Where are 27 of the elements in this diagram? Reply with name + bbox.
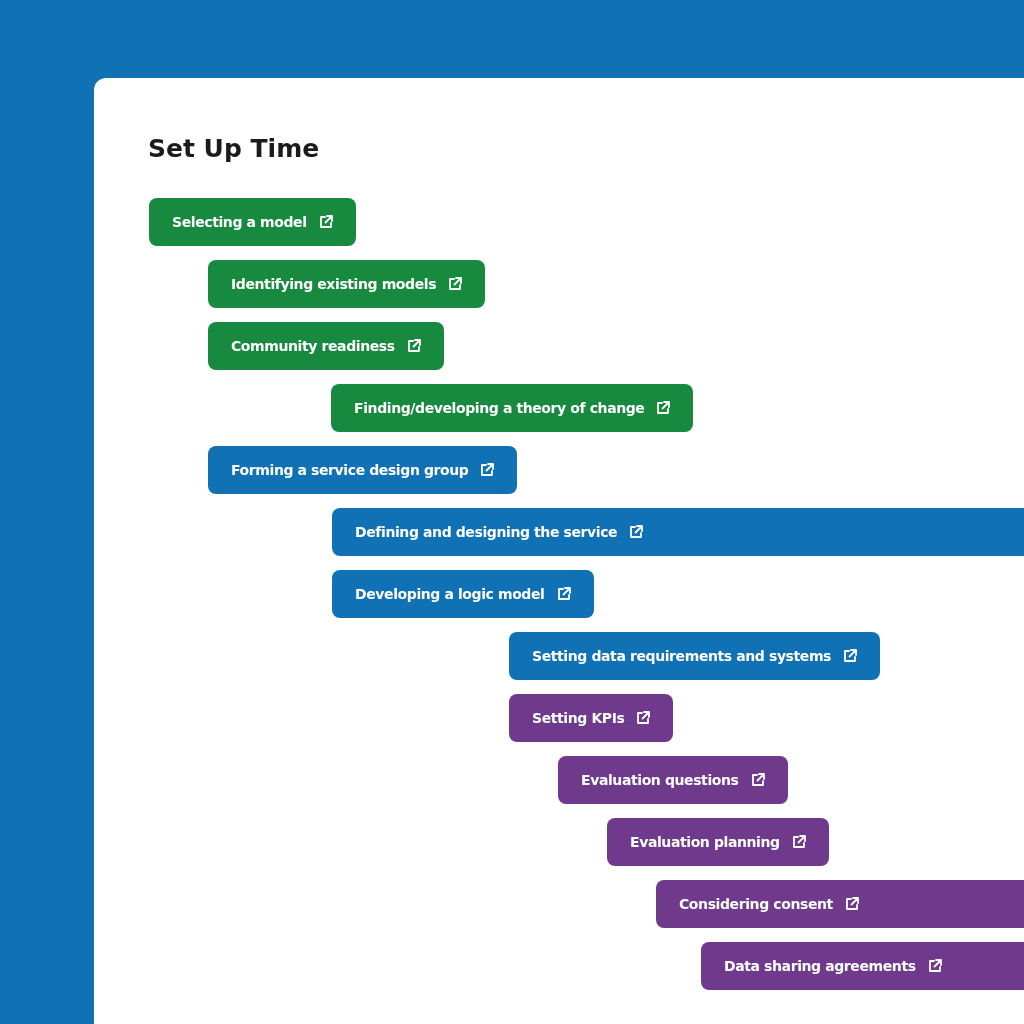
task-bar <box>332 508 1024 556</box>
task-bar <box>332 570 594 618</box>
task-bar <box>509 694 674 742</box>
task-label: Evaluation planning <box>630 834 780 850</box>
task-bar <box>331 384 694 432</box>
task-bar <box>656 880 1024 928</box>
task-label: Setting KPIs <box>532 710 625 726</box>
task-bar <box>208 322 444 370</box>
task-label: Community readiness <box>231 338 395 354</box>
task-label: Selecting a model <box>172 214 307 230</box>
task-label: Forming a service design group <box>231 462 469 478</box>
task-label: Identifying existing models <box>231 276 437 292</box>
task-label: Developing a logic model <box>355 586 545 602</box>
task-label: Defining and designing the service <box>355 524 618 540</box>
task-label: Setting data requirements and systems <box>532 648 832 664</box>
task-label: Data sharing agreements <box>724 958 916 974</box>
task-bar <box>208 260 486 308</box>
task-bar <box>558 756 788 804</box>
task-label: Considering consent <box>679 896 833 912</box>
task-bar <box>509 632 881 680</box>
task-bar <box>149 198 356 246</box>
task-label: Finding/developing a theory of change <box>354 400 645 416</box>
task-bar <box>208 446 518 494</box>
task-bar <box>607 818 829 866</box>
title: Set Up Time <box>148 134 320 163</box>
task-bar <box>701 942 1024 990</box>
task-label: Evaluation questions <box>581 772 739 788</box>
